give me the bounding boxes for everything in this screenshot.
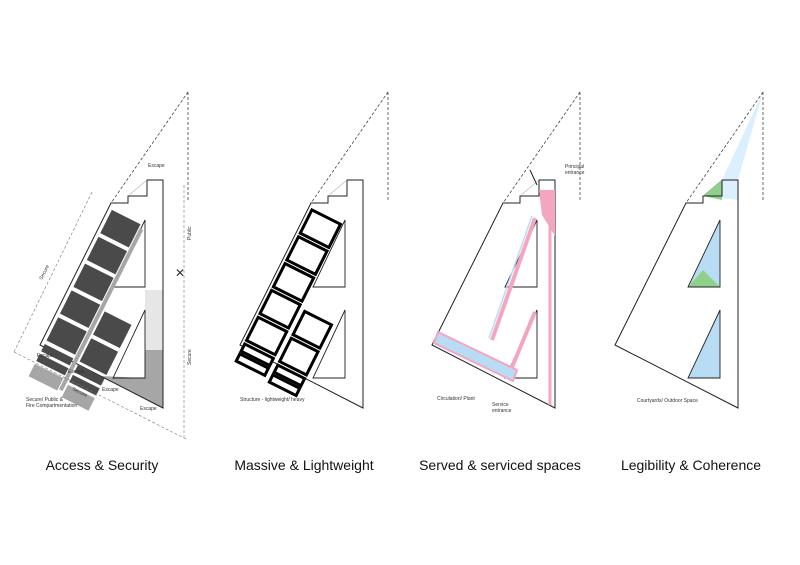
structure-block xyxy=(291,309,334,351)
caption-massive-lightweight: Massive & Lightweight xyxy=(234,457,374,473)
structure-block xyxy=(86,236,128,275)
label-principal-2: entrance xyxy=(565,170,585,176)
panel-massive-lightweight: Structure - lightweight/ heavy xyxy=(234,91,389,409)
structure-block xyxy=(267,372,302,398)
structure-block xyxy=(277,336,321,377)
label-escape-4: Escape xyxy=(140,406,157,412)
legend-text-1: Secure/ Public & xyxy=(26,397,64,403)
label-service-2: entrance xyxy=(492,408,512,414)
cross-marker: ✕ xyxy=(175,266,185,280)
plant-zone xyxy=(432,330,519,383)
label-service-1: Service xyxy=(492,402,509,408)
panel-legibility-coherence: Courtyards/ Outdoor Space xyxy=(614,91,764,409)
structure-block xyxy=(59,290,101,328)
escape-zone xyxy=(28,363,64,391)
corridor-strip xyxy=(59,228,144,392)
caption-served-spaces: Served & serviced spaces xyxy=(419,457,581,473)
structure-block xyxy=(46,317,87,355)
label-principal-1: Principal xyxy=(565,164,584,170)
structure-block xyxy=(69,374,100,396)
structure-block xyxy=(73,263,114,302)
escape-zone xyxy=(61,384,95,411)
structure-block xyxy=(257,288,303,330)
structure-block xyxy=(234,351,271,378)
structure-block xyxy=(244,315,289,357)
legend-text-2: Fire Compartmentation xyxy=(26,403,77,409)
label-secure-right: Secure xyxy=(187,349,193,365)
label-escape-2: Escape xyxy=(68,369,85,375)
legend-text: Structure - lightweight/ heavy xyxy=(240,397,305,403)
structure-block xyxy=(298,207,343,250)
structure-block xyxy=(36,353,69,376)
structure-block xyxy=(74,365,105,386)
structure-block xyxy=(93,311,132,349)
caption-legibility-coherence: Legibility & Coherence xyxy=(620,457,762,473)
caption-access-security: Access & Security xyxy=(45,457,159,473)
public-zone xyxy=(145,290,163,350)
structure-block xyxy=(100,209,141,248)
legend-text: Courtyards/ Outdoor Space xyxy=(637,398,698,404)
label-escape-3: Escape xyxy=(102,387,119,393)
panel-served-spaces: Principal entrance Circulation/ Plant Se… xyxy=(431,91,585,414)
structure-block xyxy=(271,261,316,304)
structure-block xyxy=(239,342,276,368)
secure-zone xyxy=(100,350,163,408)
structure-outlines xyxy=(234,207,343,398)
label-escape-top: Escape xyxy=(148,163,165,169)
structure-block xyxy=(79,338,119,375)
legend-text: Circulation/ Plant xyxy=(437,396,475,402)
structure-block xyxy=(272,363,307,388)
structure-blocks xyxy=(28,209,144,411)
label-escape-1: Escape xyxy=(37,353,54,359)
label-public: Public xyxy=(187,226,193,240)
entrance-zone xyxy=(539,190,555,236)
structure-block xyxy=(41,344,74,366)
panel-access-security: ✕ Escape Escape Escape Escape Escape Pub… xyxy=(13,91,193,441)
label-secure-left: Secure xyxy=(38,264,51,281)
structure-block xyxy=(284,234,330,277)
